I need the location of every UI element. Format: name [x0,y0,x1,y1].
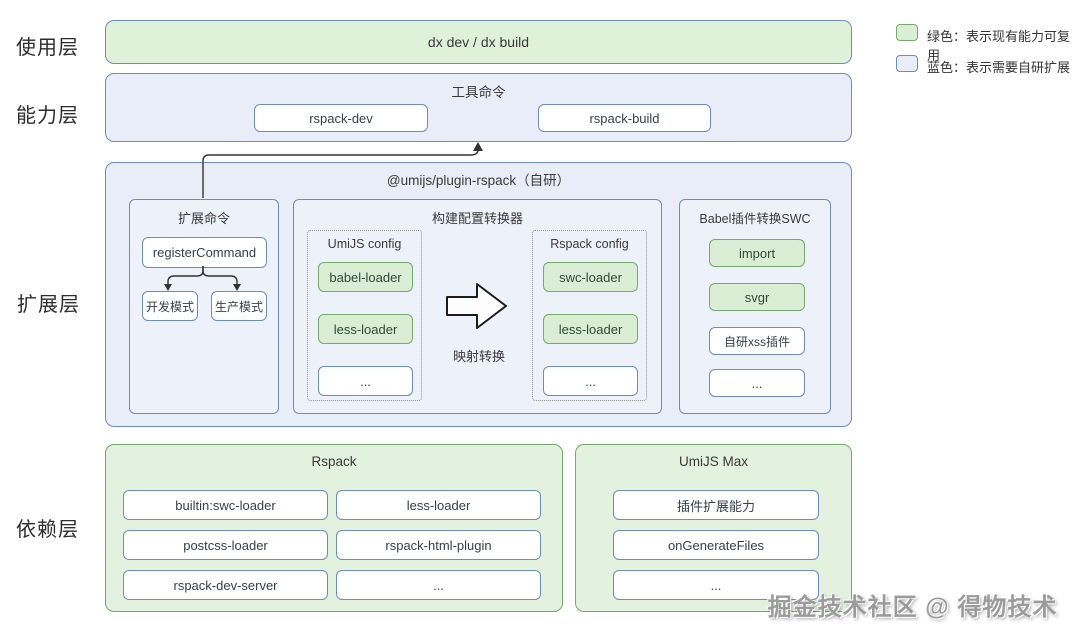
node-prod-mode: 生产模式 [211,291,267,321]
commands-title: 扩展命令 [177,211,230,226]
arrowhead-up-icon [473,142,483,151]
babel-swc-title: Babel插件转换SWC [699,212,811,226]
umijs-max-title: UmiJS Max [678,454,748,469]
usage-layer-box: dx dev / dx build [105,20,852,64]
node-swc-loader: swc-loader [543,262,638,292]
node-ongeneratefiles: onGenerateFiles [613,530,819,560]
layer-label-usage: 使用层 [16,37,79,59]
node-rspack-dev: rspack-dev [254,104,428,132]
node-less-loader-src: less-loader [318,314,413,344]
commands-box: 扩展命令 registerCommand 开发模式 生产模式 [129,199,279,414]
extension-layer-title: @umijs/plugin-rspack（自研） [386,173,571,188]
node-import: import [709,239,805,267]
node-svgr: svgr [709,283,805,311]
layer-label-extension: 扩展层 [17,294,80,316]
node-ellipsis-src: ... [318,366,413,396]
capability-layer-title: 工具命令 [451,85,506,100]
node-rspack-dev-server: rspack-dev-server [123,570,328,600]
legend-blue-label: 蓝色：表示需要自研扩展 [927,60,1071,75]
node-rspack-build: rspack-build [538,104,711,132]
node-dep-ellipsis-umijs: ... [613,570,819,600]
watermark: 掘金技术社区 @ 得物技术 [767,594,1058,621]
legend-green-label: 绿色：表示现有能力可复用 [927,29,1071,63]
babel-swc-box: Babel插件转换SWC import svgr 自研xss插件 ... [679,199,831,414]
rspack-dependency-box: Rspack builtin:swc-loader less-loader po… [105,444,563,612]
transformer-title: 构建配置转换器 [431,211,523,226]
rspack-config-title: Rspack config [550,237,629,251]
legend-green-swatch [896,24,918,41]
transformer-box: 构建配置转换器 UmiJS config babel-loader less-l… [293,199,662,414]
umijs-config-group: UmiJS config babel-loader less-loader ..… [307,230,422,401]
node-dep-ellipsis-rspack: ... [336,570,541,600]
node-babel-loader: babel-loader [318,262,413,292]
node-builtin-swc-loader: builtin:swc-loader [123,490,328,520]
rspack-dependency-title: Rspack [311,454,357,469]
legend-blue-swatch [896,55,918,72]
node-postcss-loader: postcss-loader [123,530,328,560]
rspack-config-group: Rspack config swc-loader less-loader ... [532,230,647,401]
layer-label-capability: 能力层 [16,105,79,127]
capability-layer-box: 工具命令 rspack-dev rspack-build [105,73,852,142]
node-rspack-html-plugin: rspack-html-plugin [336,530,541,560]
layer-label-dependency: 依赖层 [16,519,79,541]
node-ellipsis-tgt: ... [543,366,638,396]
umijs-config-title: UmiJS config [327,237,402,251]
umijs-max-dependency-box: UmiJS Max 插件扩展能力 onGenerateFiles ... [575,444,852,612]
mapping-arrow-label: 映射转换 [452,349,505,364]
node-dev-mode: 开发模式 [142,291,198,321]
node-ellipsis-babel: ... [709,369,805,397]
node-register-command: registerCommand [142,237,267,268]
node-plugin-extension: 插件扩展能力 [613,490,819,520]
node-xss-plugin: 自研xss插件 [709,327,805,355]
node-less-loader-tgt: less-loader [543,314,638,344]
extension-layer-box: @umijs/plugin-rspack（自研） 扩展命令 registerCo… [105,162,852,427]
usage-layer-label: dx dev / dx build [427,34,530,50]
node-dep-less-loader: less-loader [336,490,541,520]
